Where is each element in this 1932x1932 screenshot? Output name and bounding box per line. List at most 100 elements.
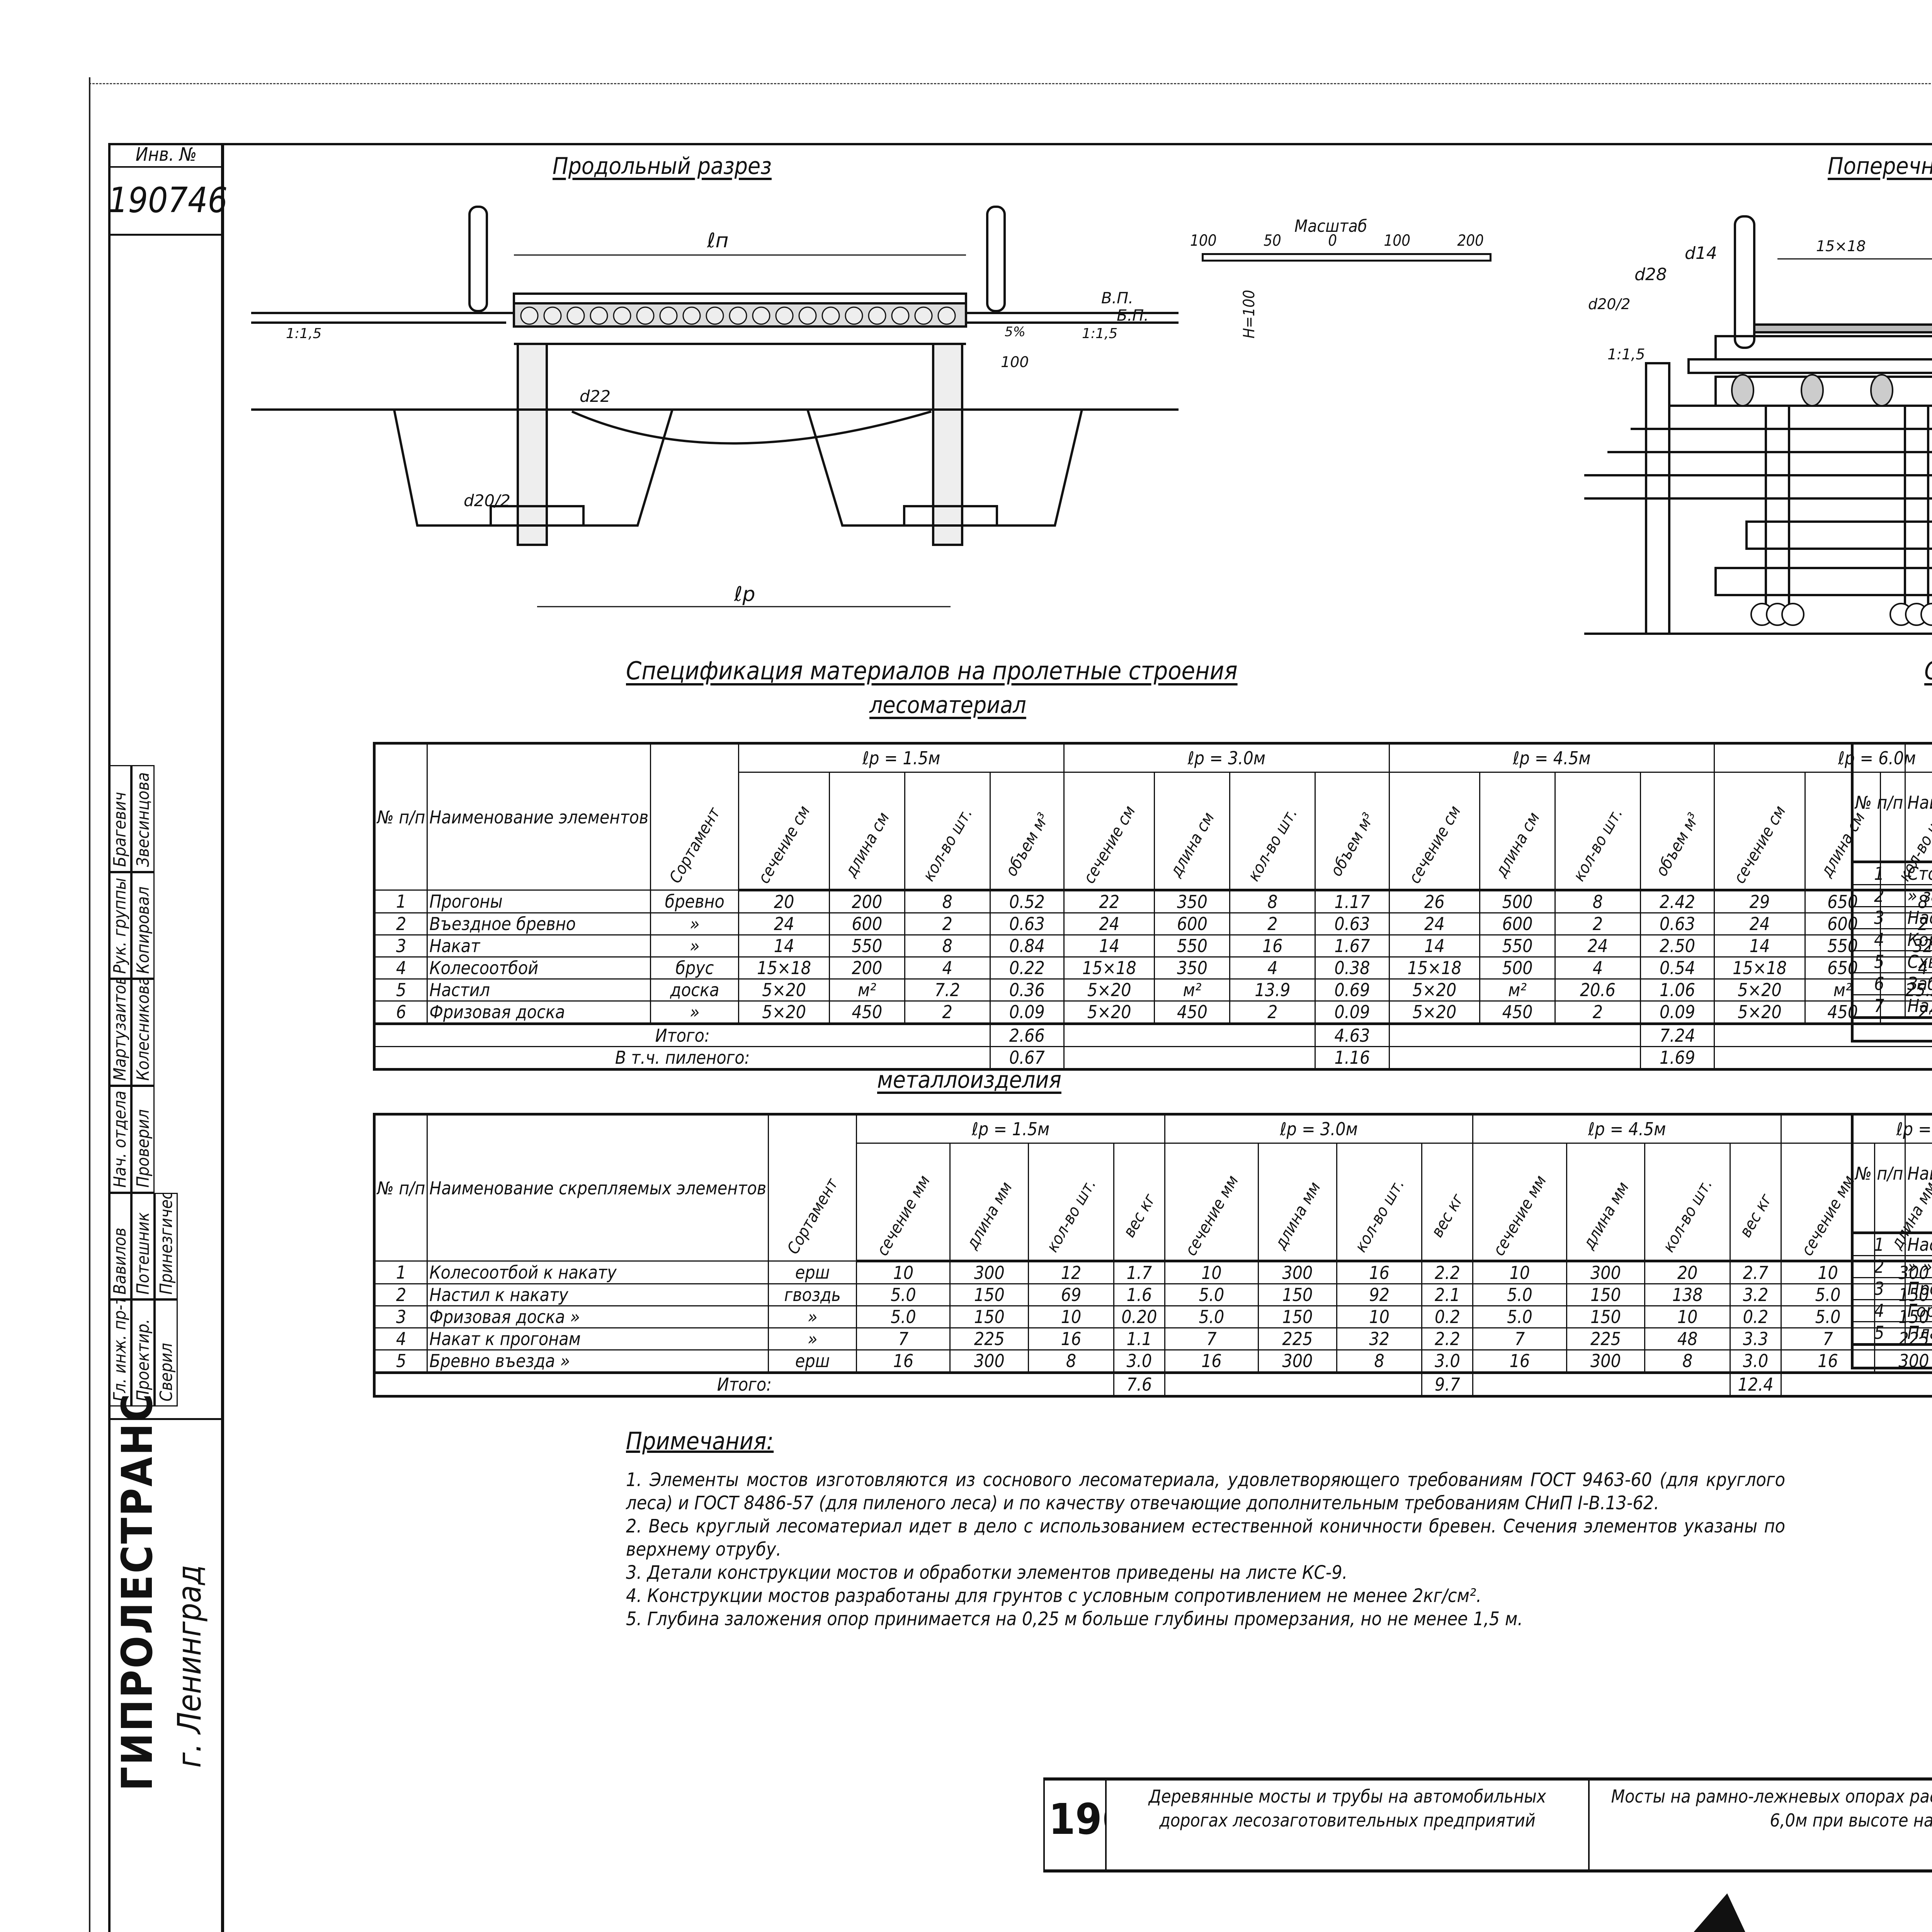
assortment: » [650,1000,740,1024]
span-group-header: ℓр = 4.5м [1388,743,1715,773]
column-header: кол-во шт. [1336,1143,1423,1262]
element-name: » » » [1905,1255,1932,1278]
column-header: вес кг [1113,1143,1165,1262]
svg-text:1:1,5: 1:1,5 [286,326,321,342]
row-number: 5 [373,978,428,1002]
table-row: 2» » »скоба163003218.6 [1851,1255,1932,1278]
cell-value: 8 [904,889,991,913]
scale-tick: 100 [1190,232,1217,250]
cell-value: 5.0 [856,1283,951,1306]
cell-value: 5×20 [738,978,830,1002]
cell-value: 138 [1644,1283,1731,1306]
total-row: Итого:7.69.712.414.6 [374,1371,1932,1397]
total-row: Итого:5.58 [1852,1016,1932,1042]
longitudinal-section-title: Продольный разрез [553,153,772,180]
row-number: 5 [373,1349,428,1373]
assortment: » [768,1305,857,1328]
stamp-role: Гл. инж. пр-та [108,1299,131,1406]
cell-value: 24 [1554,934,1641,957]
cell-value: 10 [1336,1305,1423,1328]
empty-cell [1063,1046,1316,1070]
row-number: 2 [373,912,428,935]
column-header-no: № п/п [373,1114,428,1262]
column-header-name: Наименование скрепляемых элементов [427,1114,769,1262]
column-header: длина мм [1258,1143,1337,1262]
cell-value: 14 [1388,934,1481,957]
sheet-title: Мосты на рамно-лежневых опорах расчетным… [1588,1781,1932,1869]
table-row: 3Насадки и лежни»2857041.60 [1851,906,1932,929]
cell-value: 7 [856,1327,951,1350]
total-value: 4.63 [1315,1022,1390,1047]
cell-value: 2.2 [1421,1327,1474,1350]
span-group-header: ℓр = 1.5м [856,1114,1165,1144]
cell-value: м² [1479,978,1556,1002]
span-group-header: ℓр = 3.0м [1164,1114,1474,1144]
drawing-frame [108,143,1932,1932]
svg-text:d20/2: d20/2 [464,491,510,510]
column-header-no: № п/п [1851,743,1906,863]
cell-value: 0.2 [1730,1305,1782,1328]
cell-value: 0.69 [1315,978,1390,1002]
cell-value: 1.67 [1315,934,1390,957]
cell-value: 550 [1154,934,1231,957]
cell-value: 20.6 [1554,978,1641,1002]
total-label: Итого: [1852,1016,1932,1042]
cell-value: 450 [828,1000,905,1024]
column-header: объем м³ [989,772,1065,891]
row-number: 5 [1851,950,1906,973]
cell-value: 13.9 [1229,978,1316,1002]
column-header-name: Наименование элементов [1905,743,1932,863]
span-group-header: ℓр = 1.5м [738,743,1065,773]
cell-value: м² [1154,978,1231,1002]
sawn-row: В т.ч. пиленого:0.671.161.692.05 [374,1046,1932,1070]
cell-value: 1.06 [1639,978,1715,1002]
stamp-name: Брагевич [108,765,131,872]
trim-line-left [89,77,90,1932]
inventory-box: Инв. № 190746 [108,143,228,236]
column-header: длина мм [1566,1143,1646,1262]
cell-value: 0.2 [1421,1305,1474,1328]
cell-value: 150 [1566,1305,1646,1328]
stamp-name: Колесникова [131,979,155,1086]
cell-value: 26 [1388,889,1481,913]
element-name: Фризовая доска [427,1000,651,1024]
column-header: длина см [1479,772,1556,891]
cell-value: 20 [1644,1260,1731,1284]
cross-section-drawing: 450 d14 d28 d24 15×18 5×20 d22 d18 d20/2… [1584,215,1932,635]
cell-value: 225 [949,1327,1029,1350]
cell-value: 24 [1388,912,1481,935]
row-number: 6 [1851,972,1906,995]
svg-text:5%: 5% [1005,324,1026,340]
assortment: » [768,1327,857,1350]
row-number: 5 [1851,1321,1906,1345]
cell-value: 48 [1644,1327,1731,1350]
element-name: Въездное бревно [427,912,651,935]
cell-value: 2 [1554,912,1641,935]
cell-value: 4 [1554,956,1641,980]
cell-value: 300 [949,1260,1029,1284]
element-name: Бревно въезда » [427,1349,769,1373]
title-block: 1968 Деревянные мосты и трубы на автомоб… [1043,1777,1932,1872]
sawn-value: 1.16 [1315,1046,1390,1070]
stamp-name: Вавилов [108,1192,131,1300]
total-label: Итого: [1852,1343,1932,1369]
element-name: Схватки горизонт. [1905,950,1932,973]
svg-text:d20/2: d20/2 [1588,296,1630,313]
cell-value: 2.1 [1421,1283,1474,1306]
cell-value: 10 [1644,1305,1731,1328]
cell-value: 2 [904,1000,991,1024]
height-dimension: H=100 [1240,290,1258,338]
cell-value: 5×20 [1714,1000,1806,1024]
table-row: 3Прогоны к насадкам»1625084.0 [1851,1277,1932,1300]
total-value: 12.4 [1730,1371,1782,1397]
cell-value: 150 [1258,1305,1337,1328]
element-name: Гориз. схв. со стойками [1905,1299,1932,1322]
column-header-name: Наименование элементов [427,743,651,891]
note-item: 3. Детали конструкции мостов и обработки… [626,1562,1348,1583]
